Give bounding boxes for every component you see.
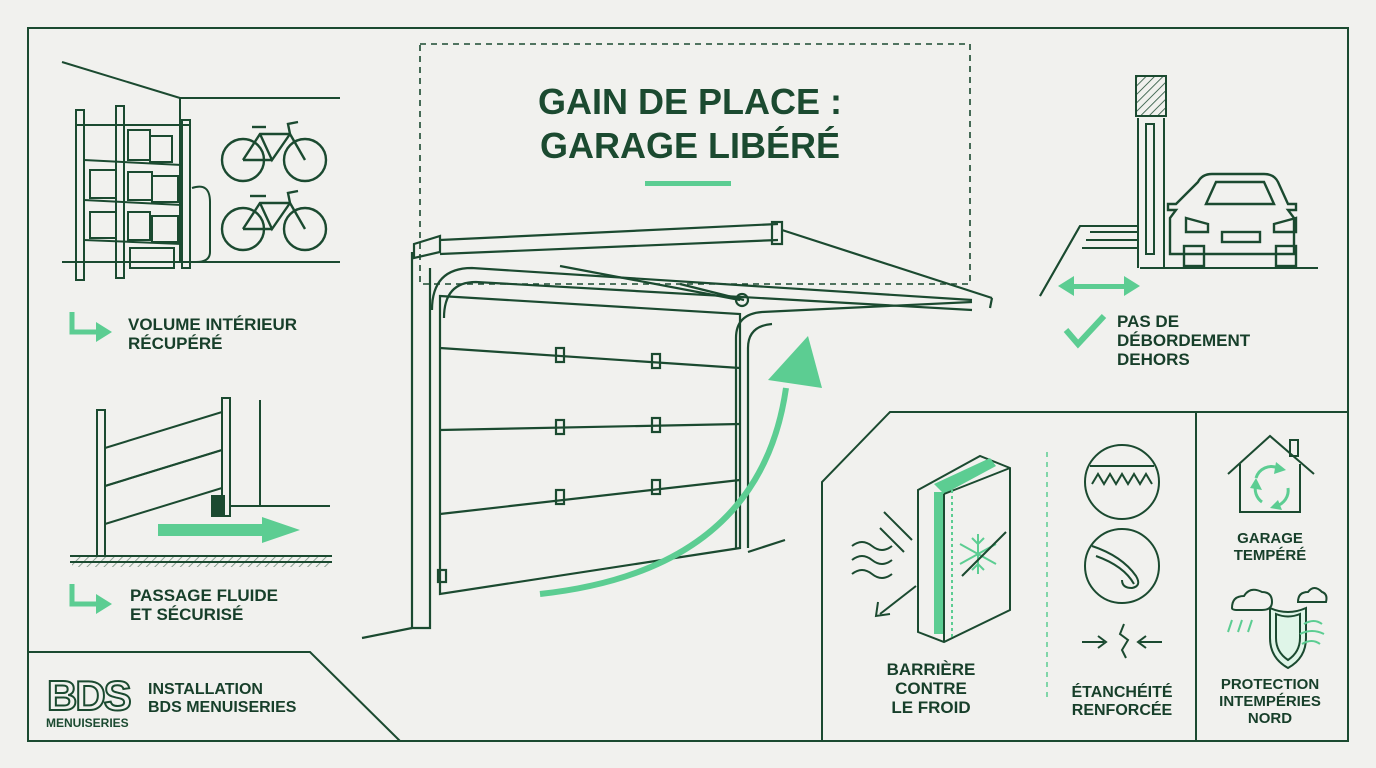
feature-passage-label: PASSAGE FLUIDE ET SÉCURISÉ — [130, 586, 278, 625]
sectional-door-illustration — [361, 220, 994, 640]
double-arrow-icon — [1058, 276, 1140, 296]
insulated-panel-illustration — [917, 454, 1011, 644]
storage-shelf-illustration — [61, 61, 340, 281]
title-dashed-box — [419, 43, 971, 285]
feature-protection-label: PROTECTION INTEMPÉRIES NORD — [1219, 676, 1321, 727]
opening-arrow-icon — [539, 387, 789, 597]
logo-letters: BDS — [47, 672, 131, 719]
logo-subtitle: MENUISERIES — [46, 716, 129, 730]
house-recycle-icon — [1227, 434, 1315, 513]
arrow-return-icon — [69, 312, 112, 342]
passage-arrow-icon — [158, 517, 300, 543]
frame — [27, 27, 1349, 742]
opening-arrow-head — [768, 336, 822, 388]
check-icon — [1063, 313, 1107, 349]
bicycles-illustration — [220, 120, 328, 252]
title-underline — [645, 181, 731, 186]
passage-door-illustration — [70, 397, 332, 563]
arrow-return-icon — [69, 584, 112, 614]
hatched-floor — [72, 557, 330, 567]
shield-weather-icon — [1227, 587, 1328, 670]
page-title: GAIN DE PLACE : GARAGE LIBÉRÉ — [537, 81, 842, 166]
car-icon — [1166, 172, 1298, 268]
brand-logo: BDS MENUISERIES — [46, 671, 134, 730]
cold-wind-icon — [851, 511, 917, 618]
seal-joint-icon — [1082, 444, 1162, 659]
exterior-wall-illustration — [1039, 75, 1318, 297]
brand-caption: INSTALLATION BDS MENUISERIES — [148, 681, 297, 716]
feature-sealing-label: ÉTANCHÉITÉ RENFORCÉE — [1071, 684, 1173, 719]
feature-volume-label: VOLUME INTÉRIEUR RÉCUPÉRÉ — [128, 315, 298, 354]
feature-insulation-label: BARRIÈRE CONTRE LE FROID — [886, 660, 976, 718]
feature-outside-label: PAS DE DÉBORDEMENT DEHORS — [1117, 312, 1251, 370]
snowflake-icon — [959, 534, 997, 574]
feature-tempered-label: GARAGE TEMPÉRÉ — [1233, 530, 1307, 564]
